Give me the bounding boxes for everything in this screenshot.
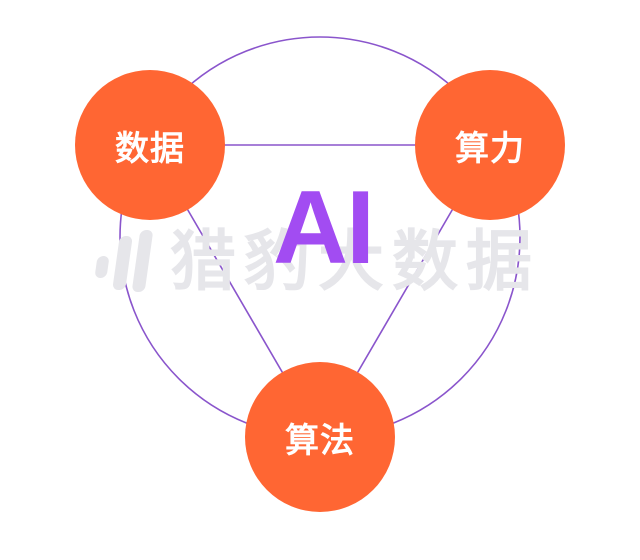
center-label: AI bbox=[273, 170, 375, 286]
watermark-logo-icon bbox=[92, 229, 156, 294]
node-compute: 算力 bbox=[415, 70, 565, 220]
node-algorithm: 算法 bbox=[245, 362, 395, 512]
node-data-label: 数据 bbox=[115, 128, 185, 169]
node-data: 数据 bbox=[75, 70, 225, 220]
watermark-text: 猎豹大数据 bbox=[170, 223, 540, 300]
node-compute-label: 算力 bbox=[455, 128, 525, 169]
watermark: 猎豹大数据 bbox=[92, 222, 562, 302]
node-algorithm-label: 算法 bbox=[285, 420, 355, 461]
